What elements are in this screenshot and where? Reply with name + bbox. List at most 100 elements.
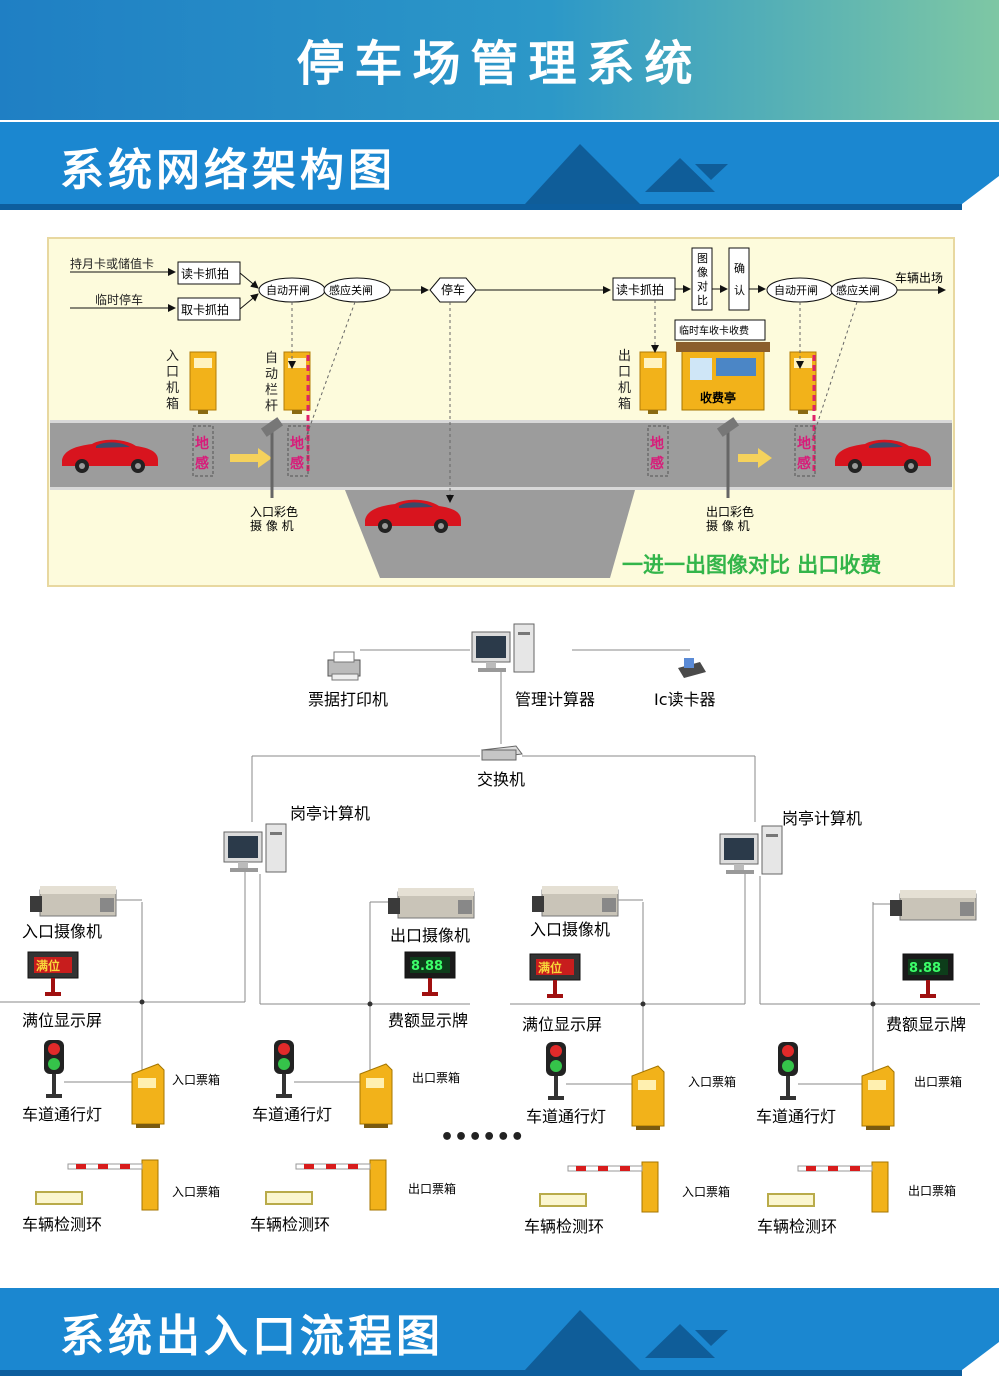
exit-sense-close-label: 感应关闸 <box>836 283 880 297</box>
flow-diagram: 持月卡或储值卡 临时停车 读卡抓拍 取卡抓拍 自动开闸 感应关闸 停车 读卡抓拍… <box>47 237 955 587</box>
auto-open-label: 自动开闸 <box>266 284 310 297</box>
full-sign-text: 满位 <box>36 958 60 973</box>
flow-label-monthly: 持月卡或储值卡 <box>70 256 154 271</box>
mgmt-pc-label: 管理计算器 <box>515 690 595 709</box>
loop-icon <box>767 1193 815 1207</box>
exit-camera-icon <box>889 889 977 921</box>
ground-sense-3: 地 感 <box>647 425 669 477</box>
confirm-label: 确认 <box>734 262 745 297</box>
lane-light-label: 车道通行灯 <box>526 1107 606 1126</box>
loop-icon <box>35 1191 83 1205</box>
section-banner-architecture: 系统网络架构图 <box>0 122 999 212</box>
ic-reader-label: Ic读卡器 <box>654 690 716 709</box>
entry-camera-label: 入口摄像机 <box>22 922 102 941</box>
fee-digits: 8.88 <box>909 961 941 976</box>
take-capture-label: 取卡抓拍 <box>181 302 229 317</box>
loop-label: 车辆检测环 <box>22 1215 102 1234</box>
fee-display-label: 费额显示牌 <box>388 1011 468 1030</box>
lane-light-label: 车道通行灯 <box>756 1107 836 1126</box>
entry-box-label-2: 入口票箱 <box>682 1184 730 1199</box>
svg-text:地: 地 <box>195 435 209 452</box>
section-title: 系统网络架构图 <box>60 145 396 196</box>
sense-close-label: 感应关闸 <box>329 283 373 297</box>
lane-light-icon <box>778 1042 798 1100</box>
switch-icon <box>481 745 523 761</box>
page-title: 停车场管理系统 <box>296 36 703 92</box>
entry-box-label: 入口机箱 <box>166 349 179 412</box>
svg-text:感: 感 <box>650 455 664 472</box>
entry-cam-label-2: 摄 像 机 <box>250 518 294 533</box>
vehicle-exit-label: 车辆出场 <box>895 270 943 285</box>
lane-light-icon <box>44 1040 64 1098</box>
exit-read-capture-label: 读卡抓拍 <box>616 282 664 297</box>
confirm-box <box>728 247 750 311</box>
full-display-label: 满位显示屏 <box>522 1015 602 1034</box>
full-sign-text: 满位 <box>538 960 562 975</box>
section-banner-bg <box>0 122 999 210</box>
printer-label: 票据打印机 <box>308 690 388 709</box>
network-diagram: 票据打印机 管理计算器 Ic读卡器 交换机 岗亭计算机 岗亭计算机 <box>0 623 980 1236</box>
entry-ticket-box-icon <box>631 1065 665 1131</box>
booth-pc-label-right: 岗亭计算机 <box>782 809 862 828</box>
svg-text:感: 感 <box>195 455 209 472</box>
exit-camera-label: 出口摄像机 <box>390 926 470 945</box>
svg-text:感: 感 <box>797 455 811 472</box>
section-title: 系统出入口流程图 <box>60 1311 444 1362</box>
road <box>50 420 952 490</box>
slogan: 一进一出图像对比 出口收费 <box>622 553 881 577</box>
lane-light-label: 车道通行灯 <box>252 1105 332 1124</box>
exit-auto-open-label: 自动开闸 <box>774 284 818 297</box>
entry-gatebox-icon <box>189 351 217 415</box>
svg-text:地: 地 <box>650 435 664 452</box>
ic-reader-icon <box>678 658 706 678</box>
entry-box-label: 入口票箱 <box>688 1074 736 1089</box>
lane-light-icon <box>546 1042 566 1100</box>
loop-label: 车辆检测环 <box>757 1217 837 1236</box>
full-display-label: 满位显示屏 <box>22 1011 102 1030</box>
loop-icon <box>265 1191 313 1205</box>
exit-box-label: 出口机箱 <box>618 349 631 412</box>
entry-camera-icon <box>260 417 284 437</box>
ground-sense-2: 地 感 <box>287 425 309 477</box>
temp-fee-label: 临时车收卡收费 <box>679 324 749 337</box>
exit-camera-icon <box>387 887 475 919</box>
mgmt-pc-icon <box>471 623 535 673</box>
exit-box-label-2: 出口票箱 <box>908 1183 956 1198</box>
arrow-icon <box>230 448 272 468</box>
image-compare-box <box>691 247 713 311</box>
booth-pc-icon-right <box>719 825 783 875</box>
lane-light-icon <box>274 1040 294 1098</box>
section-banner-flow: 系统出入口流程图 <box>0 1288 999 1378</box>
arrow-icon <box>738 448 772 468</box>
ground-sense-4: 地 感 <box>794 425 816 477</box>
auto-barrier-label: 自动栏杆 <box>265 351 278 414</box>
booth-pc-icon-left <box>223 823 287 873</box>
entry-camera-label: 入口摄像机 <box>530 920 610 939</box>
lane-light-label: 车道通行灯 <box>22 1105 102 1124</box>
svg-text:地: 地 <box>797 435 811 452</box>
exit-barrier-icon <box>789 351 817 415</box>
parking-area <box>345 490 635 578</box>
svg-text:感: 感 <box>290 455 304 472</box>
loop-label: 车辆检测环 <box>250 1215 330 1234</box>
entry-camera-icon <box>531 885 619 917</box>
loop-label: 车辆检测环 <box>524 1217 604 1236</box>
flow-label-temp: 临时停车 <box>95 292 143 307</box>
entry-camera-icon <box>29 885 117 917</box>
ground-sense-1: 地 感 <box>192 425 214 477</box>
loop-icon <box>539 1193 587 1207</box>
read-capture-label: 读卡抓拍 <box>181 266 229 281</box>
park-label: 停车 <box>441 282 465 297</box>
app-header: 停车场管理系统 <box>0 0 999 120</box>
entry-cam-label-1: 入口彩色 <box>250 505 298 519</box>
entry-box-label: 入口票箱 <box>172 1072 220 1087</box>
exit-ticket-box-icon <box>861 1065 895 1131</box>
svg-text:地: 地 <box>290 435 304 452</box>
fee-display-label: 费额显示牌 <box>886 1015 966 1034</box>
switch-label: 交换机 <box>477 770 525 789</box>
ellipsis: •••••• <box>440 1125 524 1150</box>
entry-box-label-2: 入口票箱 <box>172 1184 220 1199</box>
booth-pc-label-left: 岗亭计算机 <box>290 804 370 823</box>
entry-ticket-box-icon <box>131 1063 165 1129</box>
exit-cam-label-1: 出口彩色 <box>706 505 754 519</box>
